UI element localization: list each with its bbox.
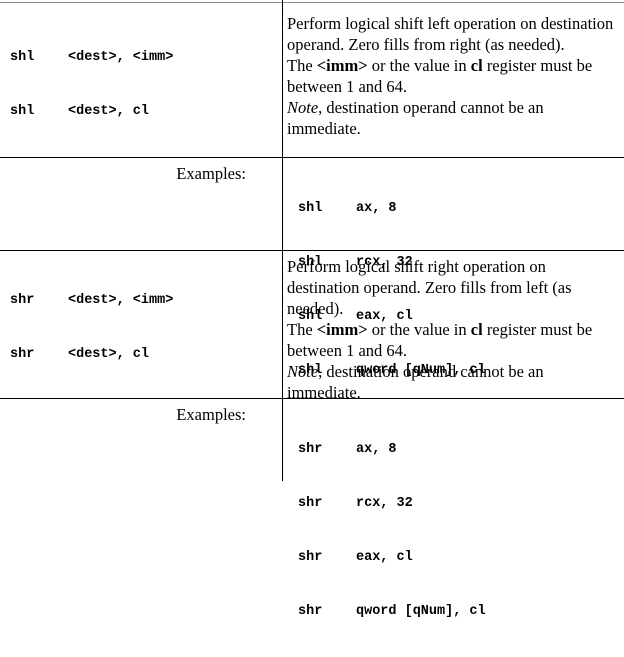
mnemonic: shl — [298, 309, 323, 324]
mnemonic: shl — [298, 255, 323, 270]
operands: rcx, 32 — [356, 496, 413, 511]
shr-examples: shr ax, 8 shr rcx, 32 shr eax, cl shr qword … — [298, 405, 486, 657]
operands: ax, 8 — [356, 442, 397, 457]
operands: <dest>, <imm> — [68, 50, 174, 65]
column-divider — [282, 0, 283, 481]
example-line: shr eax, cl — [298, 549, 486, 567]
example-line: shl qword [qNum], cl — [298, 362, 486, 380]
note-label: Note — [287, 98, 319, 117]
mnemonic: shl — [298, 201, 323, 216]
description-text: Perform logical shift right operation on… — [287, 257, 572, 318]
description-text: Perform logical shift left operation on … — [287, 14, 614, 54]
shr-syntax: shr <dest>, <imm> shr <dest>, cl — [10, 256, 173, 400]
mnemonic: shr — [10, 347, 35, 362]
row-divider — [0, 157, 624, 158]
shl-description: Perform logical shift left operation on … — [287, 13, 619, 139]
imm-term: <imm> — [316, 320, 368, 339]
shr-description: Perform logical shift right operation on… — [287, 256, 619, 403]
operands: ax, 8 — [356, 201, 397, 216]
example-line: shl ax, 8 — [298, 200, 486, 218]
row-divider — [0, 398, 624, 399]
note-label: Note — [287, 362, 319, 381]
operands: rcx, 32 — [356, 255, 413, 270]
mnemonic: shr — [10, 293, 35, 308]
note-text: Note, destination operand cannot be an i… — [287, 362, 544, 402]
shl-examples: shl ax, 8 shl rcx, 32 shl eax, cl shl qword … — [298, 164, 486, 416]
example-line: shr qword [qNum], cl — [298, 603, 486, 621]
mnemonic: shl — [10, 104, 35, 119]
syntax-line: shl <dest>, cl — [10, 103, 173, 121]
mnemonic: shr — [298, 550, 323, 565]
instruction-reference-table: shl <dest>, <imm> shl <dest>, cl Perform l… — [0, 0, 624, 619]
note-text: Note, destination operand cannot be an i… — [287, 98, 544, 138]
row-divider — [0, 250, 624, 251]
operands: qword [qNum], cl — [356, 363, 486, 378]
operands: eax, cl — [356, 550, 413, 565]
example-line: shl rcx, 32 — [298, 254, 486, 272]
mnemonic: shl — [298, 363, 323, 378]
operand-range-text: The <imm> or the value in cl register mu… — [287, 56, 593, 96]
mnemonic: shr — [298, 442, 323, 457]
shl-syntax: shl <dest>, <imm> shl <dest>, cl — [10, 13, 173, 157]
example-line: shl eax, cl — [298, 308, 486, 326]
operands: <dest>, cl — [68, 347, 150, 362]
operand-range-text: The <imm> or the value in cl register mu… — [287, 320, 593, 360]
mnemonic: shr — [298, 604, 323, 619]
syntax-line: shr <dest>, cl — [10, 346, 173, 364]
example-line: shr rcx, 32 — [298, 495, 486, 513]
examples-label: Examples: — [176, 405, 246, 424]
syntax-line: shr <dest>, <imm> — [10, 292, 173, 310]
syntax-line: shl <dest>, <imm> — [10, 49, 173, 67]
mnemonic: shl — [10, 50, 35, 65]
mnemonic: shr — [298, 496, 323, 511]
operands: qword [qNum], cl — [356, 604, 486, 619]
operands: eax, cl — [356, 309, 413, 324]
example-line: shr ax, 8 — [298, 441, 486, 459]
imm-term: <imm> — [316, 56, 368, 75]
operands: <dest>, <imm> — [68, 293, 174, 308]
cl-term: cl — [470, 320, 483, 339]
examples-label: Examples: — [176, 164, 246, 183]
cl-term: cl — [470, 56, 483, 75]
table-top-border — [0, 2, 624, 3]
operands: <dest>, cl — [68, 104, 150, 119]
